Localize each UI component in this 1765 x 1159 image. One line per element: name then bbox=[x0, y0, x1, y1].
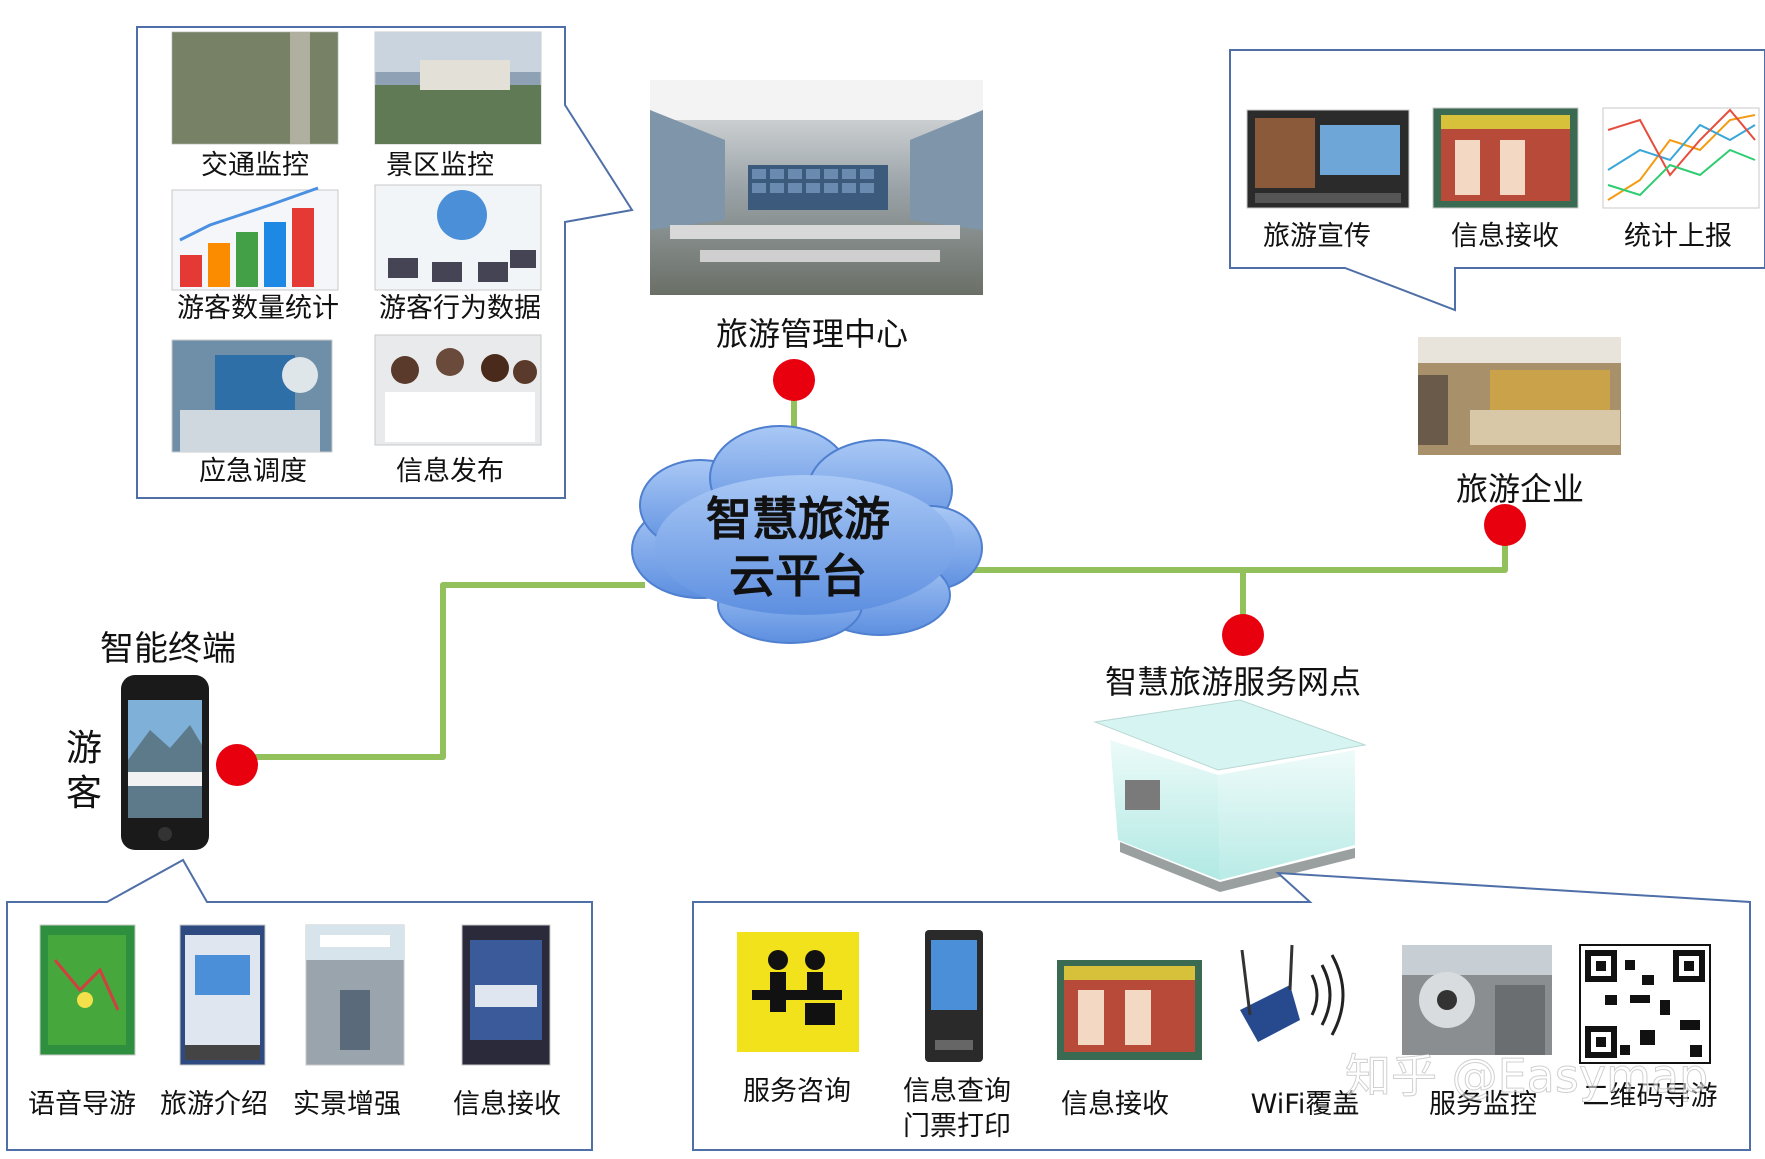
visitor-count-chart-image bbox=[171, 186, 339, 291]
management-panel: 交通监控 景区监控 游客数量统计 游客行为数据 应急调度 信息发布 bbox=[136, 26, 634, 499]
voice-guide-label: 语音导游 bbox=[28, 1089, 136, 1120]
enterprise-node bbox=[1484, 504, 1526, 546]
enterprise-lobby-photo bbox=[1418, 337, 1621, 455]
scenic-monitor-label: 景区监控 bbox=[386, 150, 494, 181]
emergency-dispatch-label: 应急调度 bbox=[199, 456, 307, 487]
watermark: 知乎 @Easymap bbox=[1345, 1049, 1708, 1103]
cloud-title-line2: 云平台 bbox=[729, 549, 867, 603]
service-kiosk-illustration bbox=[1093, 699, 1367, 892]
tourist-char-1: 游 bbox=[66, 728, 102, 769]
info-release-image bbox=[374, 334, 542, 446]
terminal-info-receive-image bbox=[461, 924, 551, 1066]
enterprise-label: 旅游企业 bbox=[1456, 470, 1584, 508]
terminal-panel: 语音导游 旅游介绍 实景增强 信息接收 bbox=[6, 858, 593, 1151]
info-kiosk-image bbox=[925, 930, 983, 1062]
service-consult-icon bbox=[737, 932, 859, 1052]
service-info-receive-image bbox=[1057, 960, 1202, 1060]
visitor-count-label: 游客数量统计 bbox=[177, 293, 339, 324]
ticket-print-label: 门票打印 bbox=[903, 1111, 1011, 1142]
service-point-node bbox=[1222, 614, 1264, 656]
stats-report-label: 统计上报 bbox=[1624, 221, 1732, 252]
management-center-label: 旅游管理中心 bbox=[716, 315, 908, 353]
management-center-node bbox=[773, 359, 815, 401]
ar-view-image bbox=[305, 924, 405, 1066]
emergency-dispatch-image bbox=[171, 339, 333, 453]
terminal-info-receive-label: 信息接收 bbox=[453, 1089, 561, 1120]
link-enterprise bbox=[960, 530, 1508, 573]
service-panel: 服务咨询 信息查询 门票打印 信息接收 WiFi覆盖 服务监控 二维码导游 bbox=[692, 871, 1751, 1151]
tour-intro-label: 旅游介绍 bbox=[160, 1089, 268, 1120]
service-monitor-image bbox=[1402, 945, 1552, 1055]
visitor-behavior-label: 游客行为数据 bbox=[379, 293, 541, 324]
wifi-coverage-label: WiFi覆盖 bbox=[1251, 1089, 1360, 1120]
tourist-char-2: 客 bbox=[66, 773, 102, 814]
control-room-photo bbox=[650, 80, 983, 295]
ar-label: 实景增强 bbox=[293, 1089, 401, 1120]
terminal-label: 智能终端 bbox=[100, 629, 236, 669]
link-terminal bbox=[240, 582, 645, 760]
tourism-enterprise: 旅游企业 bbox=[1418, 337, 1621, 546]
qr-code-image bbox=[1579, 944, 1711, 1064]
promotion-label: 旅游宣传 bbox=[1263, 221, 1371, 252]
info-release-label: 信息发布 bbox=[396, 456, 504, 487]
service-consult-label: 服务咨询 bbox=[743, 1076, 851, 1107]
enterprise-info-receive-image bbox=[1432, 107, 1579, 209]
terminal-node bbox=[216, 744, 258, 786]
service-info-receive-label: 信息接收 bbox=[1061, 1089, 1169, 1120]
visitor-behavior-image bbox=[374, 184, 542, 291]
enterprise-info-receive-label: 信息接收 bbox=[1451, 221, 1559, 252]
smartphone-illustration bbox=[121, 675, 209, 850]
enterprise-panel: 旅游宣传 信息接收 统计上报 bbox=[1229, 49, 1765, 312]
cloud-platform: 智慧旅游 云平台 bbox=[631, 425, 983, 644]
qr-guide-label: 二维码导游 bbox=[1583, 1081, 1718, 1112]
promotion-image bbox=[1246, 109, 1410, 209]
service-monitor-label: 服务监控 bbox=[1429, 1089, 1537, 1120]
wifi-router-icon bbox=[1240, 944, 1345, 1042]
management-center: 旅游管理中心 bbox=[650, 80, 983, 401]
stats-report-image bbox=[1602, 107, 1760, 209]
traffic-monitor-label: 交通监控 bbox=[201, 150, 309, 181]
tour-intro-image bbox=[179, 924, 266, 1066]
info-query-label: 信息查询 bbox=[903, 1076, 1011, 1107]
service-point: 智慧旅游服务网点 bbox=[1093, 614, 1367, 892]
service-point-label: 智慧旅游服务网点 bbox=[1105, 663, 1361, 701]
cloud-title-line1: 智慧旅游 bbox=[706, 492, 890, 546]
smart-terminal: 智能终端 游 客 bbox=[66, 629, 258, 850]
voice-guide-image bbox=[39, 924, 136, 1056]
